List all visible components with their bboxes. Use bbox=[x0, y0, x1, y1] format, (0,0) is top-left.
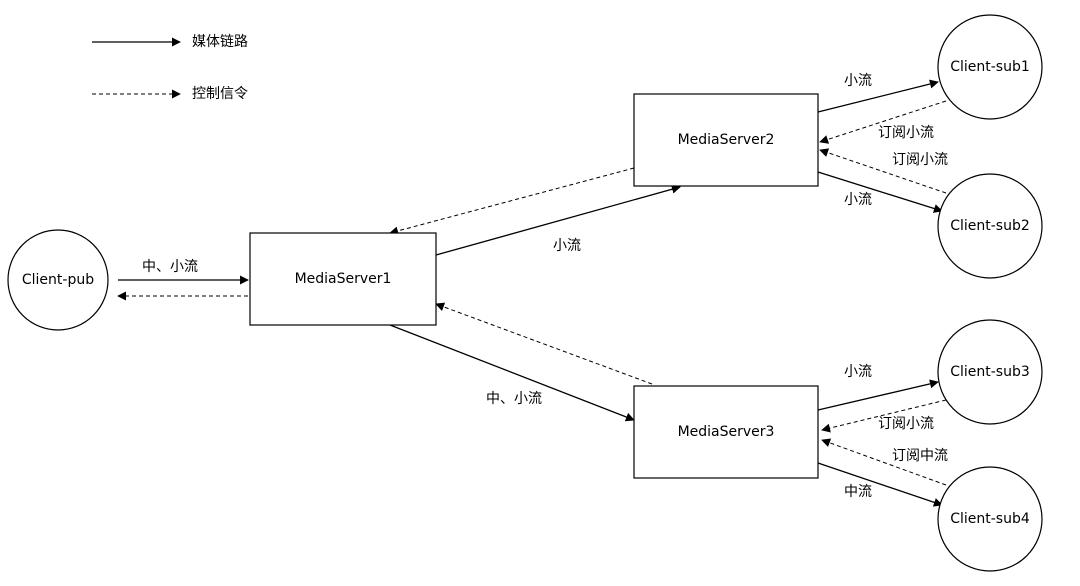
label-sub2-to-ms2: 订阅小流 bbox=[892, 152, 948, 168]
edge-ms1-to-ms3 bbox=[389, 324, 635, 422]
legend-media-label: 媒体链路 bbox=[192, 34, 248, 50]
label-ms2-to-sub1: 小流 bbox=[844, 73, 872, 89]
edge-sub1-to-ms2 bbox=[819, 100, 947, 144]
edge-sub4-to-ms3 bbox=[821, 438, 947, 486]
label-sub1-to-ms2: 订阅小流 bbox=[878, 125, 934, 141]
edge-ms2-to-ms1 bbox=[389, 167, 635, 236]
label-sub4-to-ms3: 订阅中流 bbox=[892, 448, 948, 464]
edges bbox=[117, 79, 947, 507]
edge-labels: 中、小流 小流 中、小流 小流 订阅小流 订阅小流 小流 小流 订阅小流 订阅中… bbox=[142, 73, 948, 500]
media-server2-label: MediaServer2 bbox=[678, 132, 775, 148]
edge-ms1-to-ms2 bbox=[435, 184, 681, 256]
edge-ms3-to-sub3 bbox=[817, 379, 939, 411]
client-sub3-node: Client-sub3 bbox=[937, 319, 1043, 425]
media-server2-node: MediaServer2 bbox=[633, 93, 819, 187]
client-sub4-node: Client-sub4 bbox=[937, 466, 1043, 572]
client-sub3-label: Client-sub3 bbox=[950, 364, 1030, 380]
client-pub-node: Client-pub bbox=[7, 229, 109, 331]
label-ms3-to-sub4: 中流 bbox=[844, 484, 872, 500]
client-sub4-label: Client-sub4 bbox=[950, 511, 1030, 527]
label-sub3-to-ms3: 订阅小流 bbox=[878, 416, 934, 432]
media-server3-node: MediaServer3 bbox=[633, 385, 819, 479]
client-sub2-node: Client-sub2 bbox=[937, 173, 1043, 279]
client-pub-label: Client-pub bbox=[22, 272, 94, 288]
edge-sub3-to-ms3 bbox=[821, 399, 947, 433]
nodes: Client-pub MediaServer1 MediaServer2 Med… bbox=[7, 14, 1043, 572]
media-server3-label: MediaServer3 bbox=[678, 424, 775, 440]
client-sub1-label: Client-sub1 bbox=[950, 59, 1030, 75]
edge-ms3-to-sub4 bbox=[817, 462, 943, 507]
media-server1-label: MediaServer1 bbox=[295, 271, 392, 287]
legend-control-label: 控制信令 bbox=[192, 86, 248, 102]
label-ms2-to-sub2: 小流 bbox=[844, 192, 872, 208]
edge-sub2-to-ms2 bbox=[819, 148, 947, 194]
label-ms3-to-sub3: 小流 bbox=[844, 364, 872, 380]
label-pub-to-ms1: 中、小流 bbox=[142, 259, 198, 275]
client-sub1-node: Client-sub1 bbox=[937, 14, 1043, 120]
legend: 媒体链路 控制信令 bbox=[92, 34, 248, 102]
media-server1-node: MediaServer1 bbox=[249, 232, 437, 326]
edge-ms3-to-ms1 bbox=[435, 302, 653, 385]
edge-ms2-to-sub2 bbox=[817, 171, 943, 213]
edge-ms2-to-sub1 bbox=[817, 79, 939, 113]
label-ms1-to-ms2: 小流 bbox=[553, 238, 581, 254]
client-sub2-label: Client-sub2 bbox=[950, 218, 1030, 234]
label-ms1-to-ms3: 中、小流 bbox=[486, 391, 542, 407]
